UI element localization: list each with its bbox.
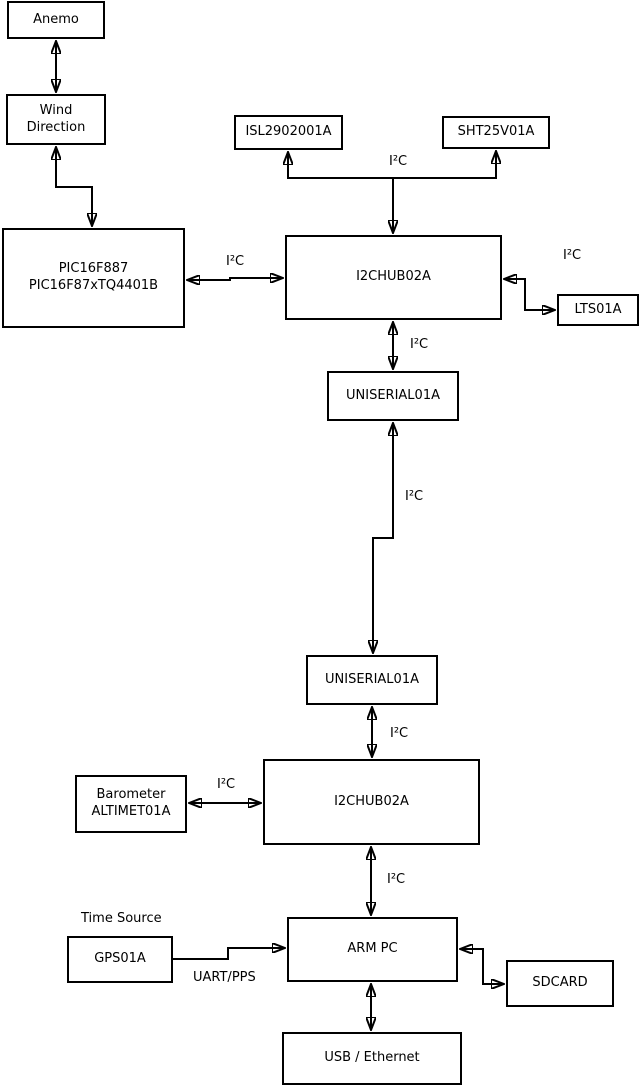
- edge-label-i2c-uniserial-link: I²C: [405, 489, 424, 504]
- node-wind-direction-line2: Direction: [26, 119, 86, 135]
- node-gps01a-label: GPS01A: [94, 951, 146, 967]
- edge-wind-pic: [56, 147, 92, 226]
- edge-label-i2c-uniserial-hub2: I²C: [390, 726, 409, 741]
- node-anemo: Anemo: [7, 1, 105, 39]
- node-sht25v01a: SHT25V01A: [442, 116, 550, 149]
- node-pic16f887-line1: PIC16F887: [58, 261, 129, 277]
- node-uniserial01a-upper-label: UNISERIAL01A: [346, 387, 440, 403]
- node-i2chub02a-upper: I2CHUB02A: [285, 235, 502, 320]
- edge-label-uart-pps: UART/PPS: [193, 970, 256, 985]
- node-arm-pc: ARM PC: [287, 917, 458, 982]
- node-uniserial01a-lower: UNISERIAL01A: [306, 655, 438, 705]
- edge-label-i2c-hub-uniserial: I²C: [410, 337, 429, 352]
- edge-armpc-sdcard: [460, 949, 504, 984]
- node-sdcard-label: SDCARD: [532, 975, 588, 991]
- edge-pic-i2chub-upper: [187, 278, 283, 280]
- node-wind-direction: Wind Direction: [6, 94, 106, 145]
- node-isl2902001a-label: ISL2902001A: [245, 124, 332, 140]
- node-sht25v01a-label: SHT25V01A: [457, 124, 535, 140]
- node-uniserial01a-lower-label: UNISERIAL01A: [325, 671, 419, 687]
- node-barometer-line2: ALTIMET01A: [91, 804, 171, 819]
- node-barometer-line1: Barometer: [96, 787, 166, 803]
- edge-label-time-source: Time Source: [81, 911, 162, 926]
- node-i2chub02a-lower: I2CHUB02A: [263, 759, 480, 845]
- edge-label-i2c-hub-lts: I²C: [563, 248, 582, 263]
- node-i2chub02a-lower-label: I2CHUB02A: [334, 793, 409, 809]
- node-isl2902001a: ISL2902001A: [234, 115, 343, 150]
- node-arm-pc-label: ARM PC: [347, 941, 398, 957]
- node-lts01a-label: LTS01A: [574, 301, 622, 317]
- node-pic16f887: PIC16F887 PIC16F87xTQ4401B: [2, 228, 185, 328]
- edge-i2chub-upper-lts: [504, 279, 555, 310]
- node-sdcard: SDCARD: [506, 960, 614, 1007]
- node-i2chub02a-upper-label: I2CHUB02A: [356, 269, 431, 285]
- edge-label-i2c-hub2-armpc: I²C: [387, 872, 406, 887]
- node-usb-ethernet-label: USB / Ethernet: [324, 1050, 420, 1066]
- edge-uniserial-uniserial: [373, 423, 393, 653]
- node-usb-ethernet: USB / Ethernet: [282, 1032, 462, 1085]
- edge-label-i2c-pic-hub: I²C: [226, 254, 245, 269]
- node-gps01a: GPS01A: [67, 936, 173, 983]
- node-uniserial01a-upper: UNISERIAL01A: [327, 371, 459, 421]
- edge-gps-armpc: [173, 948, 285, 960]
- node-anemo-label: Anemo: [33, 11, 79, 27]
- node-lts01a: LTS01A: [557, 294, 639, 326]
- edge-label-i2c-barometer-hub2: I²C: [217, 777, 236, 792]
- node-barometer-altimet01a: Barometer ALTIMET01A: [75, 775, 187, 833]
- edge-label-i2c-isl-sht: I²C: [389, 154, 408, 169]
- node-pic16f887-line2: PIC16F87xTQ4401B: [28, 278, 159, 293]
- node-wind-direction-line1: Wind: [39, 102, 73, 118]
